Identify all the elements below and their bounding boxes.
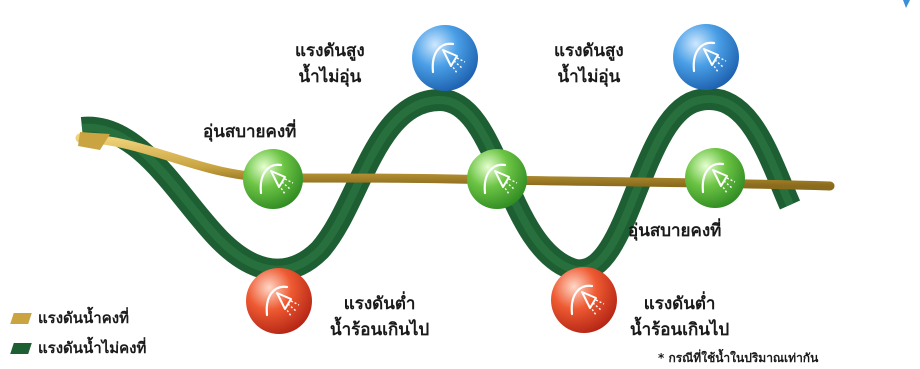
legend-label: แรงดันน้ำคงที่ — [38, 306, 129, 330]
low-pressure-ball-1 — [246, 268, 312, 334]
high-pressure-ball-1 — [412, 25, 478, 91]
legend-item-unstable: แรงดันน้ำไม่คงที่ — [12, 336, 146, 360]
label-low-pressure-2: แรงดันต่ำ น้ำร้อนเกินไป — [630, 291, 729, 343]
footnote: * กรณีที่ใช้น้ำในปริมาณเท่ากัน — [658, 349, 818, 368]
label-comfortable-2: อุ่นสบายคงที่ — [628, 218, 721, 244]
label-line: น้ำไม่อุ่น — [295, 64, 365, 90]
label-line: แรงดันสูง — [554, 38, 624, 64]
label-line: น้ำไม่อุ่น — [554, 64, 624, 90]
comfortable-ball-2 — [467, 149, 527, 209]
legend-swatch — [10, 343, 32, 354]
label-line: น้ำร้อนเกินไป — [330, 317, 429, 343]
legend-item-stable: แรงดันน้ำคงที่ — [12, 306, 129, 330]
label-comfortable-1: อุ่นสบายคงที่ — [203, 119, 296, 145]
label-high-pressure-2: แรงดันสูง น้ำไม่อุ่น — [554, 38, 624, 90]
label-line: แรงดันต่ำ — [330, 291, 429, 317]
comfortable-ball-1 — [243, 149, 303, 209]
label-line: น้ำร้อนเกินไป — [630, 317, 729, 343]
low-pressure-ball-2 — [551, 267, 617, 333]
comfortable-ball-3 — [685, 148, 745, 208]
label-line: แรงดันต่ำ — [630, 291, 729, 317]
label-low-pressure-1: แรงดันต่ำ น้ำร้อนเกินไป — [330, 291, 429, 343]
corner-mark — [903, 0, 910, 8]
label-high-pressure-1: แรงดันสูง น้ำไม่อุ่น — [295, 38, 365, 90]
legend-swatch — [10, 313, 32, 324]
high-pressure-ball-2 — [673, 24, 739, 90]
label-line: แรงดันสูง — [295, 38, 365, 64]
legend-label: แรงดันน้ำไม่คงที่ — [38, 336, 146, 360]
